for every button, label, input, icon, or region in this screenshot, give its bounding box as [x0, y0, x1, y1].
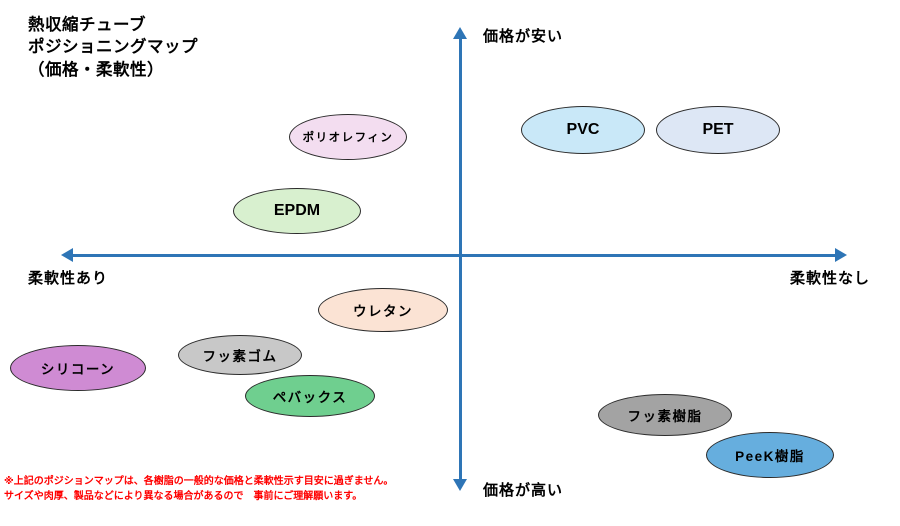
arrow-left-icon: [61, 248, 73, 262]
footnote: ※上記のポジションマップは、各樹脂の一般的な価格と柔軟性示す目安に過ぎません。 …: [4, 474, 393, 504]
footnote-line-2: サイズや肉厚、製品などにより異なる場合があるので 事前にご理解願います。: [4, 491, 363, 502]
bubble-EPDM: EPDM: [233, 188, 361, 234]
x-axis-right-label: 柔軟性なし: [789, 270, 870, 287]
bubble-PVC: PVC: [521, 106, 645, 154]
bubble-ウレタン: ウレタン: [318, 288, 448, 332]
bubble-フッ素ゴム: フッ素ゴム: [178, 335, 302, 375]
x-axis-left-label: 柔軟性あり: [28, 270, 109, 287]
bubble-シリコーン: シリコーン: [10, 345, 146, 391]
horizontal-axis: [73, 254, 835, 257]
bubble-ペバックス: ペバックス: [245, 375, 375, 417]
arrow-right-icon: [835, 248, 847, 262]
bubble-ポリオレフィン: ポリオレフィン: [289, 114, 407, 160]
y-axis-top-label: 価格が安い: [483, 28, 564, 45]
footnote-line-1: ※上記のポジションマップは、各樹脂の一般的な価格と柔軟性示す目安に過ぎません。: [4, 476, 394, 487]
bubble-PeeK樹脂: PeeK樹脂: [706, 432, 834, 478]
bubble-フッ素樹脂: フッ素樹脂: [598, 394, 732, 436]
y-axis-bottom-label: 価格が高い: [483, 482, 564, 499]
vertical-axis: [459, 38, 462, 480]
arrow-up-icon: [453, 27, 467, 39]
page-title: 熱収縮チューブ ポジショニングマップ （価格・柔軟性）: [28, 16, 198, 79]
bubble-PET: PET: [656, 106, 780, 154]
arrow-down-icon: [453, 479, 467, 491]
